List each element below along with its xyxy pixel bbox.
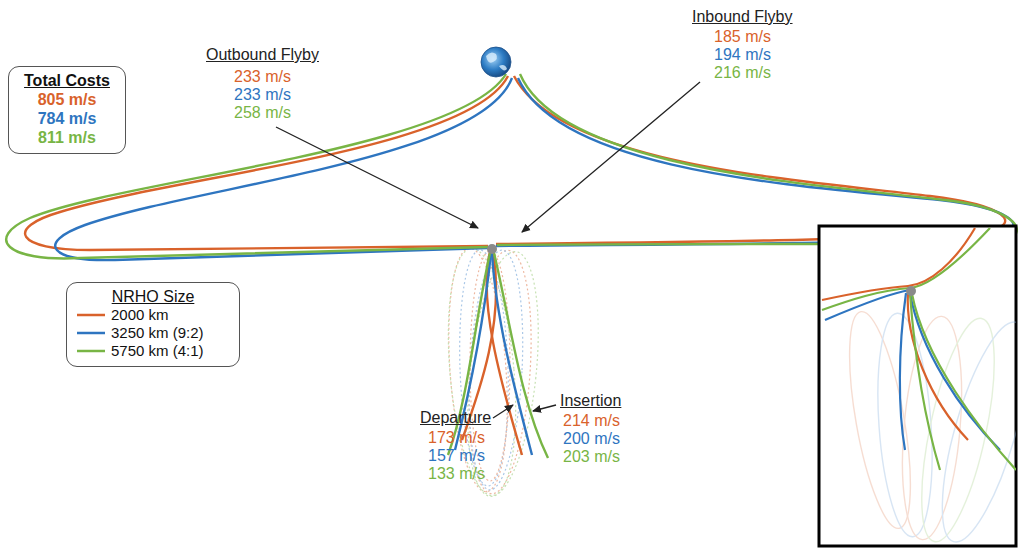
total-cost-value: 805 m/s	[19, 90, 115, 109]
delta-v-value: 200 m/s	[563, 430, 620, 448]
legend-label: 3250 km (9:2)	[111, 324, 204, 342]
delta-v-value: 185 m/s	[714, 28, 771, 46]
annotation-heading: Departure	[420, 409, 491, 427]
delta-v-value: 216 m/s	[714, 64, 771, 82]
legend-line-sample	[77, 348, 105, 354]
box-heading: NRHO Size	[77, 287, 229, 306]
delta-v-value: 173 m/s	[428, 429, 485, 447]
annotation-heading: Outbound Flyby	[206, 46, 319, 64]
delta-v-value: 157 m/s	[428, 447, 485, 465]
legend-entry: 2000 km	[77, 306, 229, 324]
delta-v-value: 258 m/s	[234, 104, 291, 122]
cost-box: Total Costs805 m/s784 m/s811 m/s	[8, 66, 126, 154]
delta-v-value: 233 m/s	[234, 68, 291, 86]
annotation-heading: Insertion	[560, 392, 621, 410]
legend-box: NRHO Size2000 km3250 km (9:2)5750 km (4:…	[66, 282, 240, 367]
delta-v-value: 133 m/s	[428, 465, 485, 483]
delta-v-value: 233 m/s	[234, 86, 291, 104]
legend-label: 2000 km	[111, 306, 169, 324]
box-heading: Total Costs	[19, 71, 115, 90]
legend-label: 5750 km (4:1)	[111, 342, 204, 360]
legend-entry: 3250 km (9:2)	[77, 324, 229, 342]
total-cost-value: 784 m/s	[19, 109, 115, 128]
total-cost-value: 811 m/s	[19, 128, 115, 147]
legend-entry: 5750 km (4:1)	[77, 342, 229, 360]
legend-line-sample	[77, 312, 105, 318]
legend-line-sample	[77, 330, 105, 336]
delta-v-value: 194 m/s	[714, 46, 771, 64]
annotation-heading: Inbound Flyby	[692, 8, 793, 26]
delta-v-value: 203 m/s	[563, 448, 620, 466]
delta-v-value: 214 m/s	[563, 412, 620, 430]
